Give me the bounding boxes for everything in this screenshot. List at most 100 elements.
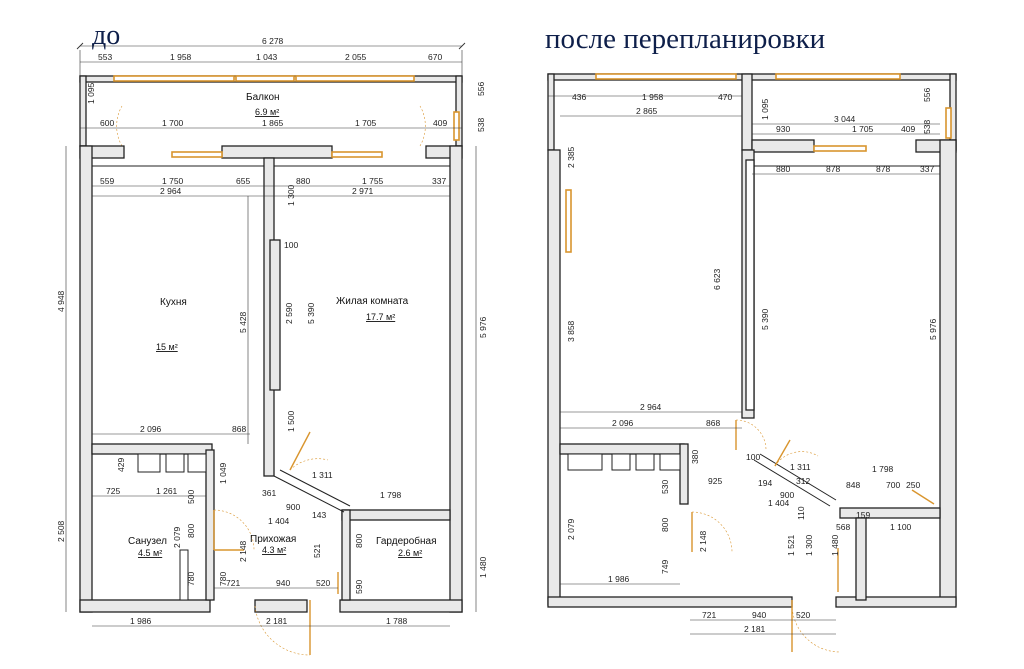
dim: 1 043 — [256, 52, 278, 62]
window — [775, 73, 901, 80]
window — [171, 151, 223, 158]
dim: 1 958 — [642, 92, 664, 102]
dim: 553 — [98, 52, 112, 62]
dim: 1 500 — [286, 410, 296, 432]
dim: 1 798 — [872, 464, 894, 474]
balcony-window — [235, 75, 295, 82]
room-area: 2.6 м² — [398, 548, 422, 558]
outer-walls-before — [79, 145, 463, 613]
dim: 1 404 — [268, 516, 290, 526]
balcony-window — [295, 75, 415, 82]
dim: 848 — [846, 480, 860, 490]
dim: 1 865 — [262, 118, 284, 128]
dim: 568 — [836, 522, 850, 532]
dim: 5 976 — [478, 316, 488, 338]
dim: 670 — [428, 52, 442, 62]
dim: 521 — [312, 544, 322, 558]
dim: 538 — [476, 118, 486, 132]
dim: 2 181 — [266, 616, 288, 626]
room-area: 15 м² — [156, 342, 178, 352]
dim: 1 049 — [218, 462, 228, 484]
dim: 1 958 — [170, 52, 192, 62]
dim: 5 976 — [928, 318, 938, 340]
dim: 700 — [886, 480, 900, 490]
dim: 2 079 — [172, 526, 182, 548]
dim: 2 148 — [238, 540, 248, 562]
cabinet — [179, 549, 189, 601]
dim: 1 521 — [786, 534, 796, 556]
dim: 100 — [284, 240, 298, 250]
balcony-window — [453, 111, 460, 141]
dim: 1 705 — [852, 124, 874, 134]
dims-after: 436 1 958 470 2 865 1 095 556 538 3 044 … — [548, 88, 940, 635]
heading-before: до — [92, 20, 120, 51]
cabinet — [187, 453, 207, 473]
room-name: Гардеробная — [376, 535, 437, 547]
dim: 409 — [901, 124, 915, 134]
dim: 6 623 — [712, 268, 722, 290]
room-name: Кухня — [160, 297, 187, 308]
plan-after: 436 1 958 470 2 865 1 095 556 538 3 044 … — [547, 73, 957, 653]
dim: 1 986 — [130, 616, 152, 626]
dim: 721 — [226, 578, 240, 588]
dim: 800 — [660, 518, 670, 532]
room-name: Балкон — [246, 92, 280, 103]
room-area: 6.9 м² — [255, 107, 279, 117]
dim: 4 948 — [56, 290, 66, 312]
window — [331, 151, 383, 158]
dim: 900 — [286, 502, 300, 512]
dim: 2 055 — [345, 52, 367, 62]
dim: 749 — [660, 560, 670, 574]
dim: 2 079 — [566, 518, 576, 540]
room-name: Прихожая — [250, 534, 296, 545]
dim: 538 — [922, 120, 932, 134]
dim: 250 — [906, 480, 920, 490]
dim: 780 — [218, 572, 228, 586]
room-name: Жилая комната — [336, 296, 409, 307]
dim: 1 480 — [478, 556, 488, 578]
dim: 590 — [354, 580, 364, 594]
dim: 3 044 — [834, 114, 856, 124]
dim: 1 798 — [380, 490, 402, 500]
dim: 2 096 — [612, 418, 634, 428]
window — [595, 73, 737, 80]
cabinet — [165, 453, 185, 473]
dim: 930 — [776, 124, 790, 134]
window — [945, 107, 952, 139]
dim: 2 971 — [352, 186, 374, 196]
dim: 3 858 — [566, 320, 576, 342]
dim: 2 181 — [744, 624, 766, 634]
dim: 2 096 — [140, 424, 162, 434]
dim: 721 — [702, 610, 716, 620]
room-name: Санузел — [128, 536, 167, 547]
window — [565, 189, 572, 253]
dim: 470 — [718, 92, 732, 102]
cabinet — [635, 453, 655, 471]
room-area: 4.5 м² — [138, 548, 162, 558]
dim: 1 480 — [830, 534, 840, 556]
plan-before: 6 278 553 1 958 1 043 2 055 670 Балкон 6… — [56, 36, 488, 656]
dim: 878 — [876, 164, 890, 174]
dim-chain-top: 6 278 553 1 958 1 043 2 055 670 — [76, 36, 466, 80]
dim: 556 — [476, 82, 486, 96]
dim: 1 300 — [286, 184, 296, 206]
dim: 361 — [262, 488, 276, 498]
dim: 800 — [354, 534, 364, 548]
dim: 100 — [746, 452, 760, 462]
interior-walls-before — [91, 157, 451, 656]
cabinet — [659, 453, 681, 471]
dim: 880 — [776, 164, 790, 174]
dim: 337 — [920, 164, 934, 174]
balcony-window — [113, 75, 235, 82]
dim: 159 — [856, 510, 870, 520]
dim: 530 — [660, 480, 670, 494]
window — [813, 145, 867, 152]
dim: 500 — [186, 490, 196, 504]
dim: 1 261 — [156, 486, 178, 496]
dim: 312 — [796, 476, 810, 486]
dim: 5 390 — [306, 302, 316, 324]
interior-walls-after — [559, 149, 941, 653]
dim: 559 — [100, 176, 114, 186]
dim: 2 590 — [284, 302, 294, 324]
